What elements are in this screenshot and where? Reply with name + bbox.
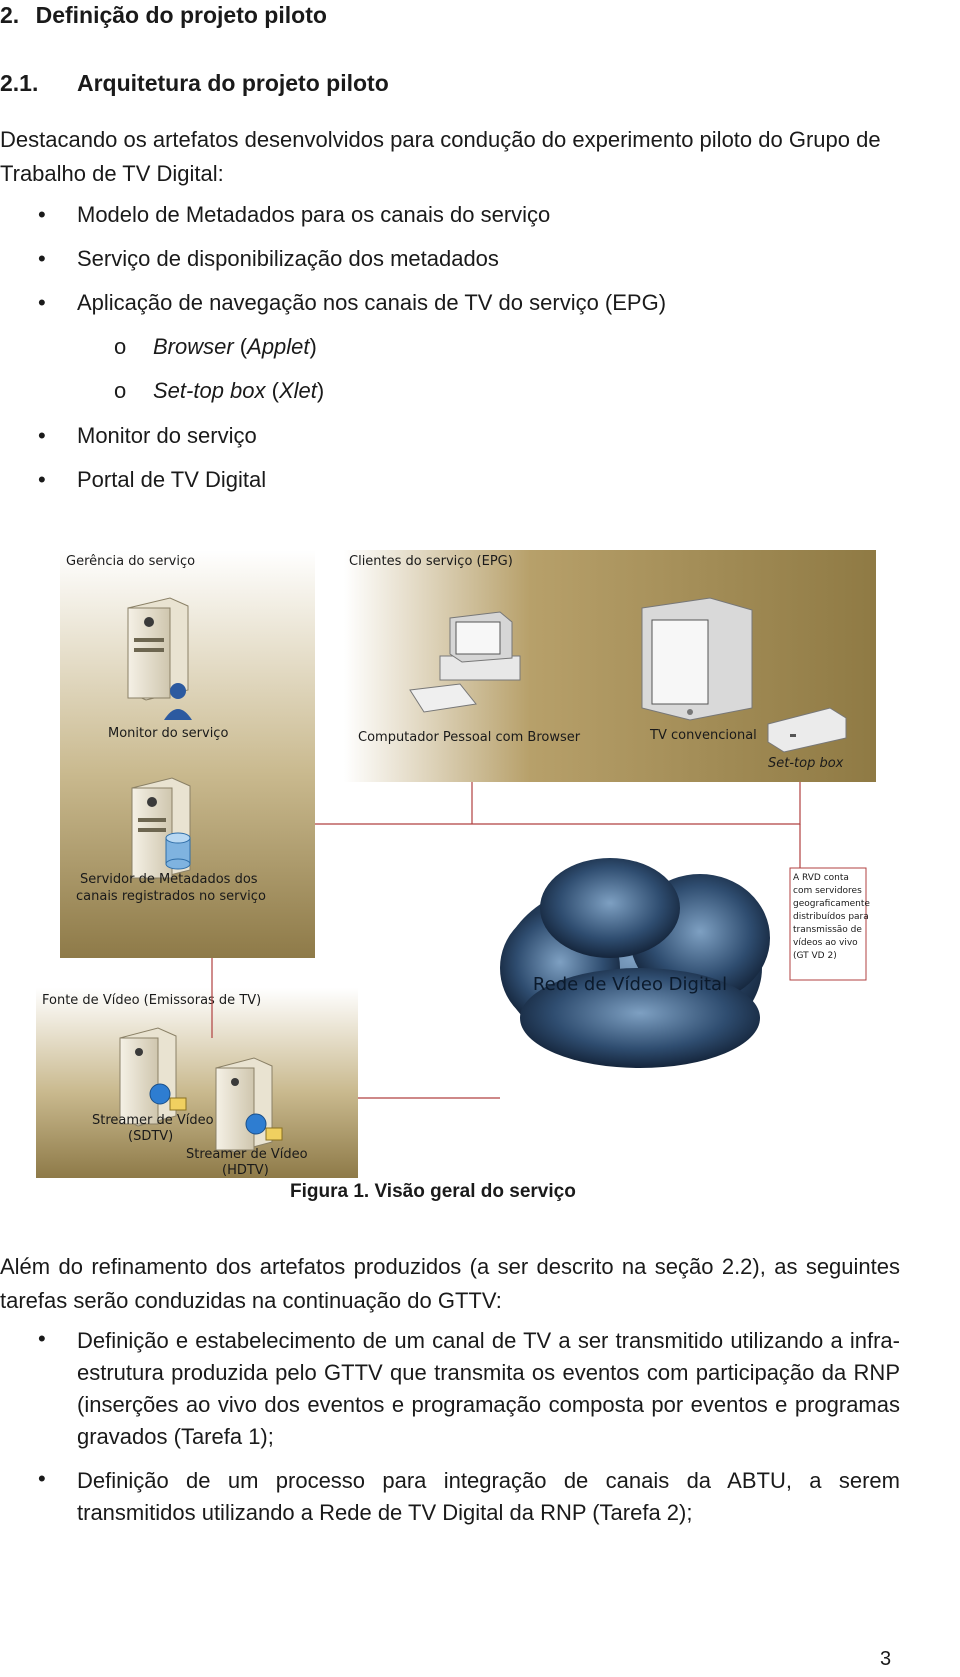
page-number: 3 (880, 1648, 892, 1670)
bullet-dot: • (38, 202, 46, 227)
sub-list-item: Browser (Applet) (153, 334, 317, 359)
servidor-label-line1: Servidor de Metadados dos (80, 872, 258, 887)
list-item: Aplicação de navegação nos canais de TV … (77, 290, 667, 315)
section-title-2-1: Arquitetura do projeto piloto (77, 70, 389, 96)
list-item: Monitor do serviço (77, 423, 257, 448)
intro-paragraph: Destacando os artefatos desenvolvidos pa… (0, 127, 881, 186)
service-overview-diagram: Gerência do serviço Clientes do serviço … (36, 550, 876, 1178)
note-box (789, 867, 867, 981)
bullet-dot: • (38, 467, 46, 492)
set-top-box-icon (767, 707, 847, 753)
svg-text:A RVD conta: A RVD conta (793, 873, 849, 883)
figure-caption: Figura 1. Visão geral do serviço (290, 1181, 576, 1202)
servidor-label-line2: canais registrados no serviço (76, 889, 266, 904)
settop-label: Set-top box (768, 756, 844, 771)
streamer-sdtv-icon (119, 1027, 187, 1127)
desktop-computer-icon (409, 611, 521, 713)
cloud-label: Rede de Vídeo Digital (533, 974, 727, 995)
streamer1-label-line2: (SDTV) (128, 1129, 173, 1144)
bullet-dot: • (38, 246, 46, 271)
panel-gerencia-label: Gerência do serviço (66, 554, 195, 569)
note-text: A RVD conta com servidores geograficamen… (793, 873, 870, 961)
svg-text:distribuídos para: distribuídos para (793, 912, 869, 922)
panel-clientes-label: Clientes do serviço (EPG) (349, 554, 513, 569)
section-number: 2.1. (0, 70, 39, 96)
computador-label: Computador Pessoal com Browser (358, 730, 581, 745)
bullet-dot: • (38, 1326, 46, 1351)
section-heading-2: 2. Definição do projeto piloto (0, 2, 327, 29)
bullet-dot: • (38, 1466, 46, 1491)
tv-icon (641, 597, 753, 721)
task-item: Definição e estabelecimento de um canal … (77, 1328, 900, 1449)
sub-bullet-marker: o (114, 334, 127, 359)
list-item: Portal de TV Digital (77, 467, 267, 492)
svg-text:(GT VD 2): (GT VD 2) (793, 951, 837, 961)
section-title: Definição do projeto piloto (35, 2, 327, 28)
svg-text:transmissão de: transmissão de (793, 925, 862, 935)
user-icon (164, 683, 192, 720)
cloud-network-icon (500, 858, 770, 1068)
section-heading-2-1: 2.1. (0, 70, 38, 97)
section-number: 2. (0, 2, 20, 28)
continuation-paragraph: Além do refinamento dos artefatos produz… (0, 1254, 900, 1313)
svg-text:geograficamente: geograficamente (793, 899, 870, 909)
bullet-dot: • (38, 423, 46, 448)
monitor-label: Monitor do serviço (108, 726, 228, 741)
task-item: Definição de um processo para integração… (77, 1468, 900, 1525)
panel-fonte (36, 988, 358, 1178)
streamer-hdtv-icon (215, 1057, 283, 1153)
list-item: Modelo de Metadados para os canais do se… (77, 202, 551, 227)
bullet-dot: • (38, 290, 46, 315)
svg-text:vídeos ao vivo: vídeos ao vivo (793, 938, 858, 948)
panel-fonte-label: Fonte de Vídeo (Emissoras de TV) (42, 993, 261, 1008)
monitor-server-icon (127, 597, 189, 701)
sub-bullet-marker: o (114, 378, 127, 403)
sub-list-item: Set-top box (Xlet) (153, 378, 325, 403)
streamer2-label-line2: (HDTV) (222, 1163, 269, 1178)
svg-text:com servidores: com servidores (793, 886, 862, 896)
streamer1-label-line1: Streamer de Vídeo (92, 1113, 214, 1128)
list-item: Serviço de disponibilização dos metadado… (77, 246, 499, 271)
tv-label: TV convencional (649, 728, 757, 743)
database-icon (165, 832, 191, 870)
streamer2-label-line1: Streamer de Vídeo (186, 1147, 308, 1162)
